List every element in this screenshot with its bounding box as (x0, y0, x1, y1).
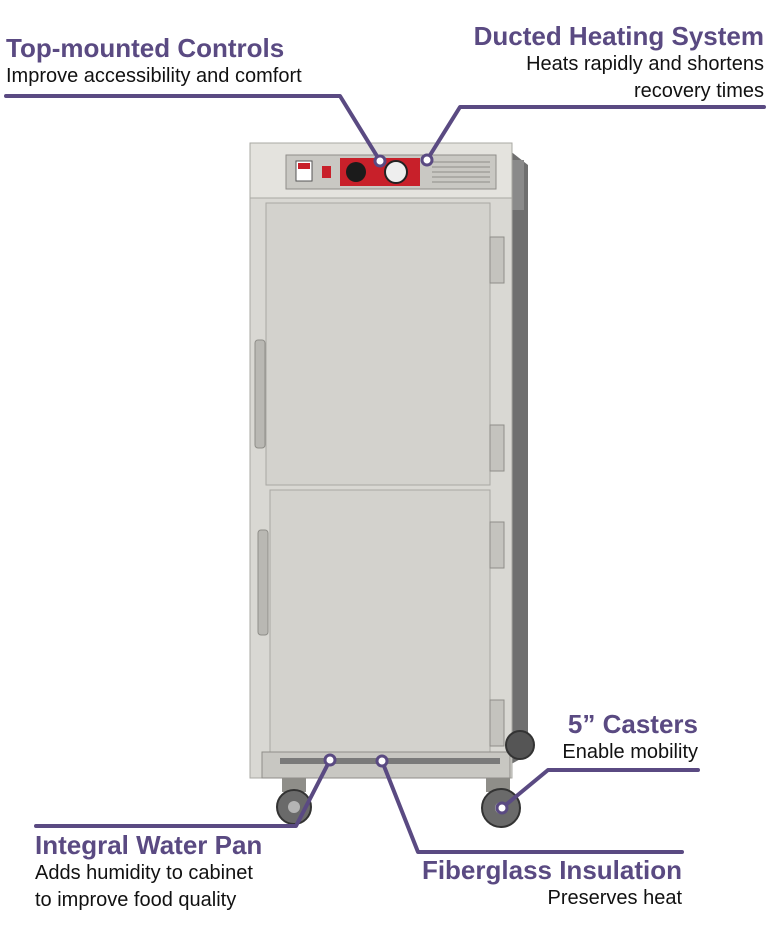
hinge (489, 521, 505, 569)
thermometer-gauge (384, 160, 408, 184)
callout-description-line2: to improve food quality (35, 889, 237, 911)
callout-casters: 5” Casters Enable mobility (562, 709, 698, 766)
callout-top-controls: Top-mounted Controls Improve accessibili… (6, 33, 302, 90)
hinge (489, 236, 505, 284)
leader-insulation (380, 759, 684, 854)
callout-description: Enable mobility (562, 741, 698, 763)
control-vent (432, 161, 490, 183)
callout-description-line2: recovery times (633, 80, 764, 102)
callout-title: Fiberglass Insulation (421, 855, 682, 885)
callout-dots (323, 153, 509, 815)
callout-insulation: Fiberglass Insulation Preserves heat (422, 855, 682, 912)
callout-ducted-heating: Ducted Heating System Heats rapidly and … (474, 21, 764, 105)
water-pan-strip (280, 758, 500, 764)
callout-description-line1: Heats rapidly and shortens (526, 53, 764, 75)
leader-water-pan (34, 758, 332, 828)
callout-leader-lines (4, 94, 766, 854)
side-vent (512, 160, 524, 210)
callout-water-pan: Integral Water Pan Adds humidity to cabi… (35, 830, 262, 914)
upper-door-handle (254, 339, 266, 449)
callout-title: Top-mounted Controls (6, 33, 285, 63)
callout-title: Ducted Heating System (473, 21, 764, 51)
leader-casters (500, 768, 700, 810)
callout-description-line1: Adds humidity to cabinet (35, 862, 253, 884)
callout-title: Integral Water Pan (35, 830, 263, 860)
power-switch (322, 166, 331, 178)
logo-badge-red (298, 163, 310, 169)
leader-top-controls (4, 94, 382, 163)
lower-door (269, 489, 491, 753)
upper-door (265, 202, 491, 486)
hinge (489, 699, 505, 747)
lower-door-handle (257, 529, 269, 636)
callout-description: Preserves heat (547, 887, 682, 909)
leader-ducted-heating (425, 105, 766, 162)
thermostat-knob (346, 162, 366, 182)
callout-title: 5” Casters (567, 709, 698, 739)
hinge (489, 424, 505, 472)
callout-description: Improve accessibility and comfort (6, 65, 302, 87)
